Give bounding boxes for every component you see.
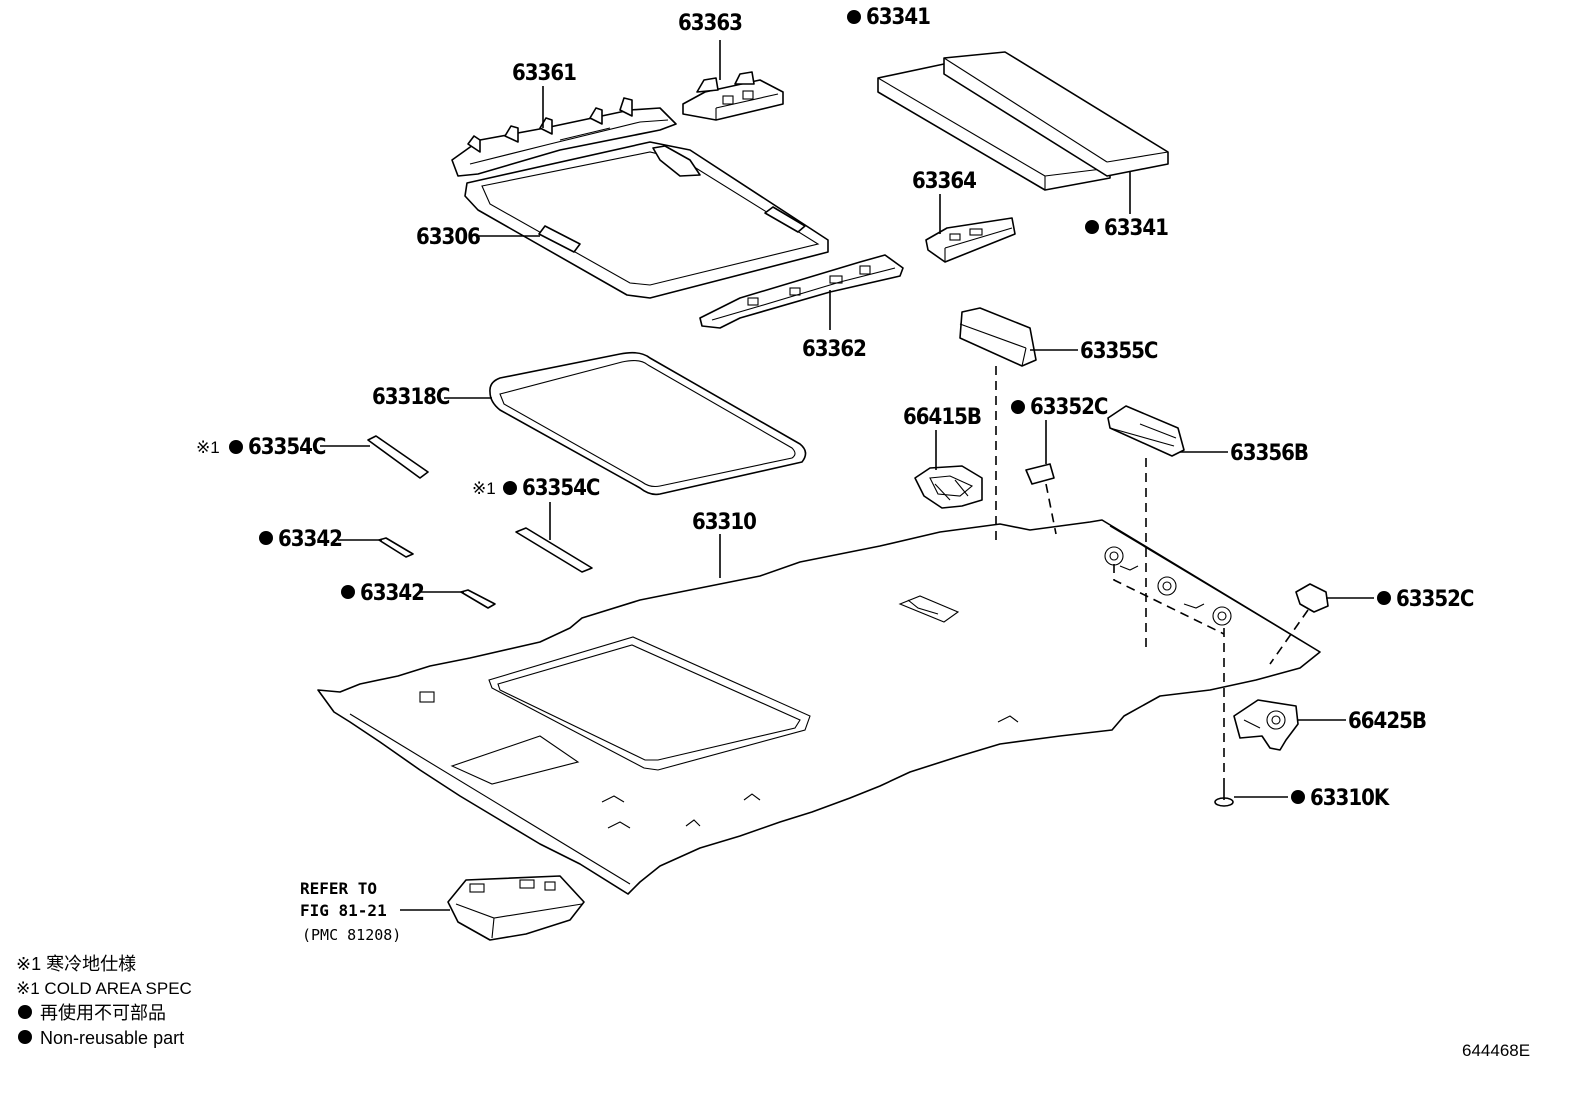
cold-area-mark: ※1 bbox=[472, 479, 496, 498]
pad-63354c-left bbox=[367, 435, 429, 479]
sunshade-frame-63306 bbox=[464, 141, 829, 299]
label-63318c: 63318C bbox=[372, 385, 450, 410]
label-63355c: 63355C bbox=[1080, 339, 1158, 364]
map-lamp bbox=[447, 875, 585, 941]
tape-63352c-right bbox=[1295, 583, 1329, 613]
label-63354c-left-group: ※1 63354C bbox=[196, 435, 327, 460]
label-63352c-right: 63352C bbox=[1396, 587, 1474, 612]
label-63354c-mid: 63354C bbox=[522, 476, 600, 501]
legend-nonreuse-en: Non-reusable part bbox=[40, 1028, 184, 1048]
label-63352c-top: 63352C bbox=[1030, 395, 1108, 420]
leader-lines bbox=[320, 40, 1374, 911]
label-63310: 63310 bbox=[692, 510, 756, 535]
pad-63342-a bbox=[378, 537, 414, 558]
bracket-63364 bbox=[925, 217, 1016, 263]
non-reusable-icon bbox=[1291, 790, 1305, 804]
clip-63310k bbox=[1214, 786, 1234, 807]
cold-area-mark: ※1 bbox=[196, 438, 220, 457]
legend-nonreuse-jp: 再使用不可部品 bbox=[40, 1003, 166, 1023]
figure-code: 644468E bbox=[1462, 1041, 1530, 1060]
label-63354c-mid-group: ※1 63354C bbox=[472, 476, 601, 501]
non-reusable-icon bbox=[229, 440, 243, 454]
label-63342-a: 63342 bbox=[278, 527, 342, 552]
non-reusable-icon bbox=[1085, 220, 1099, 234]
rail-63361 bbox=[451, 97, 677, 177]
tape-63352c-top bbox=[1025, 463, 1055, 485]
label-63306: 63306 bbox=[416, 225, 480, 250]
pad-63342-b bbox=[460, 589, 496, 609]
non-reusable-icon bbox=[18, 1030, 32, 1044]
label-63310k-group: 63310K bbox=[1291, 786, 1391, 811]
bracket-63356b bbox=[1107, 405, 1185, 457]
label-63342-b: 63342 bbox=[360, 581, 424, 606]
label-63341-bottom-group: 63341 bbox=[1085, 216, 1169, 241]
non-reusable-icon bbox=[259, 531, 273, 545]
reference-line-2: FIG 81-21 bbox=[300, 901, 387, 920]
label-63354c-left: 63354C bbox=[248, 435, 326, 460]
sunshade-panel-rear bbox=[943, 51, 1169, 177]
label-66415b: 66415B bbox=[903, 405, 981, 430]
non-reusable-icon bbox=[341, 585, 355, 599]
label-63352c-top-group: 63352C bbox=[1011, 395, 1109, 420]
reference-line-3: (PMC 81208) bbox=[302, 926, 401, 944]
headliner-63310 bbox=[317, 519, 1321, 895]
non-reusable-icon bbox=[18, 1005, 32, 1019]
label-63342-b-group: 63342 bbox=[341, 581, 425, 606]
label-63362: 63362 bbox=[802, 337, 866, 362]
label-63342-a-group: 63342 bbox=[259, 527, 343, 552]
label-63341-top-group: 63341 bbox=[847, 5, 931, 30]
label-63363: 63363 bbox=[678, 11, 742, 36]
label-63364: 63364 bbox=[912, 169, 976, 194]
label-63352c-right-group: 63352C bbox=[1377, 587, 1475, 612]
label-63361: 63361 bbox=[512, 61, 576, 86]
bracket-63363 bbox=[682, 71, 784, 121]
non-reusable-icon bbox=[503, 481, 517, 495]
reference-line-1: REFER TO bbox=[300, 879, 377, 898]
non-reusable-icon bbox=[1011, 400, 1025, 414]
label-63310k: 63310K bbox=[1310, 786, 1390, 811]
clip-66425b bbox=[1233, 699, 1299, 751]
legend-cold-en: ※1 COLD AREA SPEC bbox=[16, 979, 192, 998]
non-reusable-icon bbox=[847, 10, 861, 24]
weatherstrip-63318c bbox=[489, 351, 807, 496]
label-63356b: 63356B bbox=[1230, 441, 1308, 466]
clip-66415b bbox=[914, 465, 983, 509]
legend-cold-jp: ※1 寒冷地仕様 bbox=[16, 954, 136, 974]
pad-63354c-mid bbox=[515, 527, 593, 573]
rail-63362 bbox=[699, 254, 904, 329]
bracket-63355c bbox=[959, 307, 1037, 367]
non-reusable-icon bbox=[1377, 591, 1391, 605]
label-66425b: 66425B bbox=[1348, 709, 1426, 734]
label-63341-bottom: 63341 bbox=[1104, 216, 1168, 241]
label-63341-top: 63341 bbox=[866, 5, 930, 30]
